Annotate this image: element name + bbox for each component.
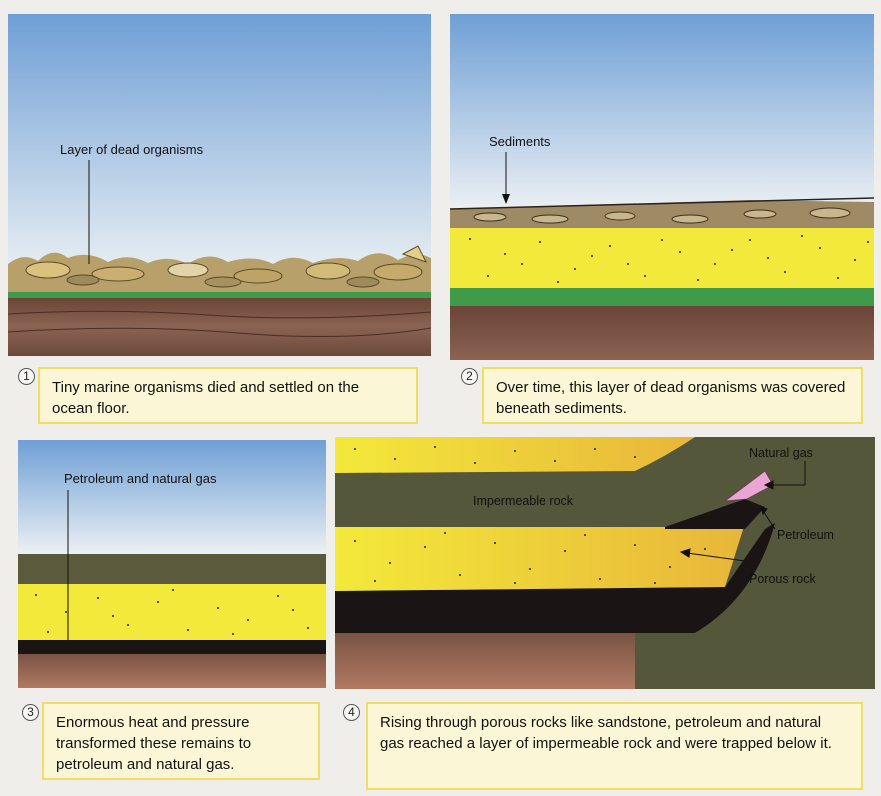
step-number-2: 2 (461, 368, 478, 385)
seabed-earth (18, 654, 326, 688)
porous-rock-label: Porous rock (749, 572, 816, 586)
porous-rock-layer (335, 523, 745, 591)
impermeable-rock-layer (18, 554, 326, 584)
seabed-earth (8, 297, 431, 356)
petroleum-layer (335, 523, 775, 633)
seabed-earth (335, 633, 635, 689)
sediments-label: Sediments (489, 134, 551, 149)
panel-4-illustration: Natural gas Impermeable rock Petroleum P… (335, 437, 875, 689)
caption-step-1: Tiny marine organisms died and settled o… (38, 367, 418, 424)
sediment-dots (469, 235, 869, 283)
caption-step-2: Over time, this layer of dead organisms … (482, 367, 863, 424)
seabed-earth (450, 306, 874, 360)
step-number-1: 1 (18, 368, 35, 385)
layer-of-dead-organisms-label: Layer of dead organisms (60, 142, 204, 157)
panel-2-illustration: Sediments (450, 14, 874, 360)
sediment-dots (354, 446, 706, 584)
petroleum-layer (18, 640, 326, 654)
sky (8, 14, 431, 284)
caption-step-3: Enormous heat and pressure transformed t… (42, 702, 320, 780)
sky (450, 14, 874, 214)
label-arrows (679, 461, 806, 562)
panel-3-illustration: Petroleum and natural gas (18, 440, 326, 688)
step-number-3: 3 (22, 704, 39, 721)
porous-sediment-layer (18, 584, 326, 640)
algae-layer (8, 288, 431, 298)
impermeable-rock-label: Impermeable rock (473, 494, 574, 508)
algae-layer (450, 288, 874, 306)
trapped-petroleum (665, 499, 765, 529)
sediments-arrow (502, 194, 510, 204)
sediment-dots (35, 589, 309, 635)
panel-1-illustration: Layer of dead organisms (8, 14, 431, 356)
petroleum-and-natural-gas-label: Petroleum and natural gas (64, 471, 217, 486)
caption-step-4: Rising through porous rocks like sandsto… (366, 702, 863, 790)
upper-porous-layer (335, 437, 695, 473)
dead-organisms-layer (8, 245, 431, 292)
sky (18, 440, 326, 556)
sediment-layer (450, 228, 874, 288)
petroleum-label: Petroleum (777, 528, 834, 542)
natural-gas-label: Natural gas (749, 446, 813, 460)
step-number-4: 4 (343, 704, 360, 721)
